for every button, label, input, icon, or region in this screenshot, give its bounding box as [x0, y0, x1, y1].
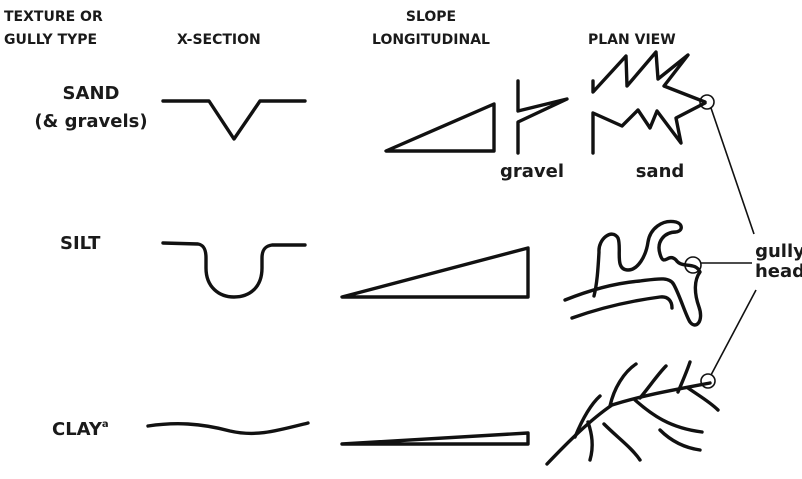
clay-plan-branch-6 [635, 400, 702, 432]
silt-slope-triangle [342, 248, 528, 297]
row-label-sand: SAND [63, 83, 120, 104]
row-label-clay-text: CLAY [52, 419, 103, 440]
header-slope-line2: LONGITUDINAL [372, 32, 490, 48]
row-label-clay: CLAYa [52, 419, 109, 440]
plan-label-gravel: gravel [500, 161, 564, 182]
clay-plan-main-channel [547, 383, 710, 464]
row-sublabel-sand: (& gravels) [34, 111, 147, 132]
header-texture-line2: GULLY TYPE [4, 32, 97, 48]
gully-head-marker-clay [701, 374, 715, 388]
header-texture-line1: TEXTURE OR [4, 9, 103, 25]
plan-label-sand: sand [636, 161, 685, 182]
clay-slope-triangle [342, 433, 528, 444]
sand-xsection-v-shape [163, 101, 305, 139]
gravel-plan-shape [518, 81, 567, 153]
header-slope-line1: SLOPE [406, 9, 456, 25]
clay-plan-branch-7 [604, 424, 640, 460]
callout-head: head [755, 261, 802, 282]
clay-plan-branch-8 [660, 430, 700, 450]
silt-plan-shape [565, 221, 701, 325]
row-label-silt: SILT [60, 233, 101, 254]
leader-line-clay [711, 290, 756, 375]
header-xsection: X-SECTION [177, 32, 261, 48]
sand-plan-shape-upper [593, 52, 705, 102]
clay-plan-branch-9 [588, 422, 592, 460]
clay-footnote-mark: a [102, 419, 109, 430]
clay-plan-branch-5 [688, 388, 718, 410]
silt-plan-shape-lower [572, 297, 672, 318]
sand-plan-shape-lower [593, 103, 705, 153]
header-plan-view: PLAN VIEW [588, 32, 676, 48]
sand-slope-triangle [386, 104, 494, 151]
silt-xsection-u-shape [163, 243, 305, 297]
clay-xsection-wave [148, 423, 308, 433]
callout-gully: gully [755, 241, 802, 262]
leader-line-sand [711, 108, 754, 234]
